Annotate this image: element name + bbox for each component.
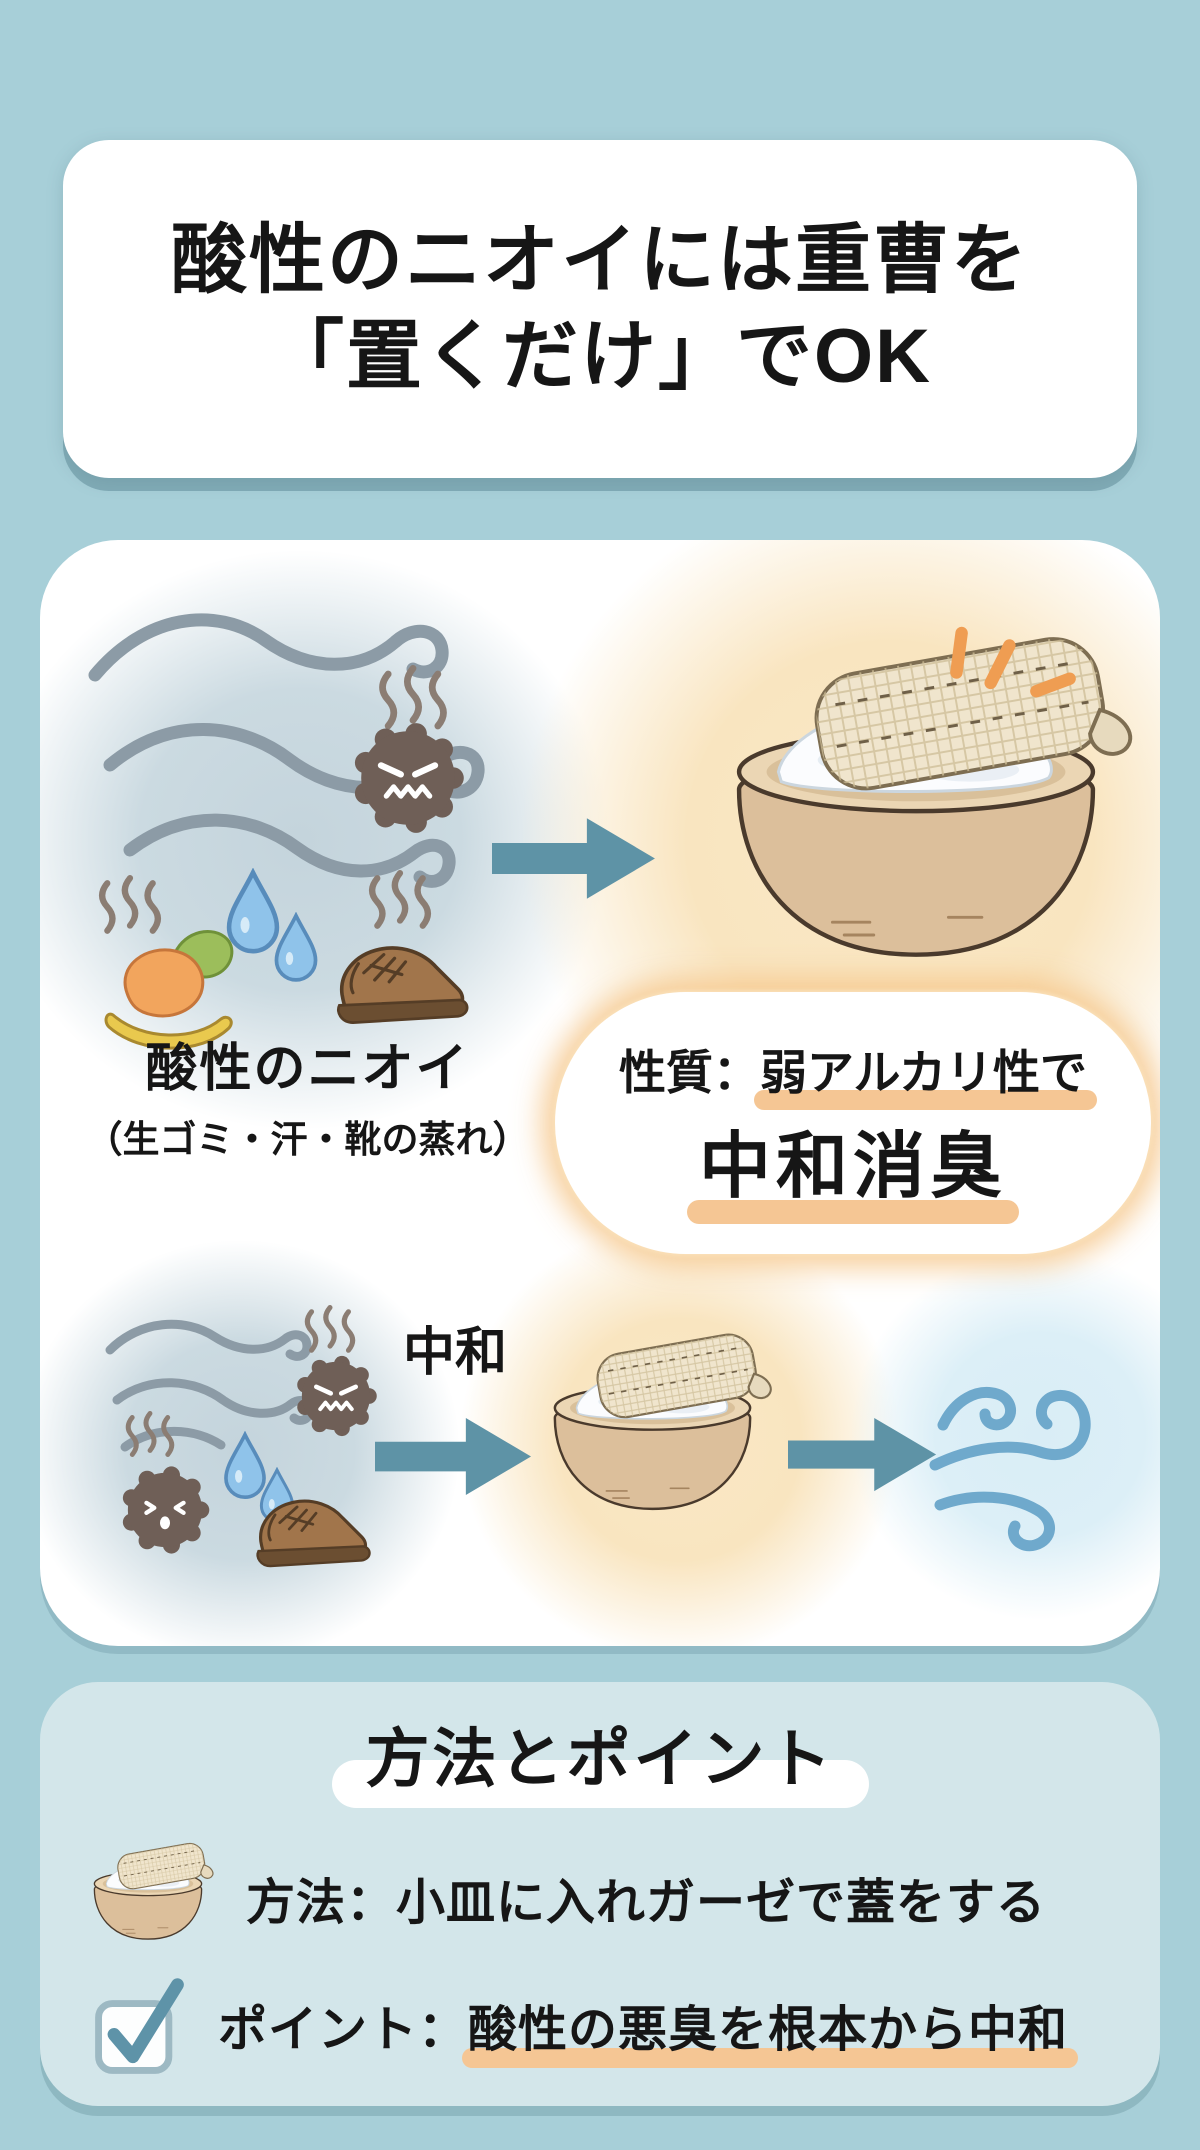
main-illustration-card: 性質：弱アルカリ性で 中和消臭 酸性のニオイ （生ゴミ・汗・靴の蒸れ） — [40, 540, 1160, 1646]
neutralize-label: 中和 — [402, 1324, 507, 1382]
sparkle-icon — [950, 626, 1076, 698]
odor-wind-icon — [105, 1319, 315, 1452]
small-odor-cluster-illustration — [105, 1305, 385, 1568]
sweat-drop-icon — [229, 873, 277, 952]
points-card: 方法とポイント 方法：小皿に入れガーゼで蓋をする ポイント：酸性の悪臭を根本から… — [40, 1682, 1160, 2106]
bubble-prefix: 性質： — [618, 1046, 760, 1099]
sweat-drop-icon — [224, 1432, 266, 1500]
title-card: 酸性のニオイには重曹を 「置くだけ」でOK — [63, 140, 1137, 478]
smell-label: 酸性のニオイ — [145, 1040, 470, 1098]
steam-icon — [383, 668, 444, 726]
smell-label-group: 酸性のニオイ （生ゴミ・汗・靴の蒸れ） — [55, 1026, 560, 1163]
baking-soda-bowl-small-illustration — [525, 1318, 780, 1550]
germ-angry-icon — [297, 1356, 377, 1436]
arrow-right-icon — [788, 1412, 938, 1497]
checkmark-icon — [107, 1978, 184, 2064]
steam-icon — [372, 873, 428, 926]
speech-bubble: 性質：弱アルカリ性で 中和消臭 — [555, 992, 1151, 1254]
bubble-property-highlight: 弱アルカリ性で — [753, 1034, 1098, 1110]
bubble-property-line: 性質：弱アルカリ性で — [618, 1034, 1098, 1110]
bubble-effect-highlight: 中和消臭 — [686, 1107, 1020, 1224]
steam-icon — [128, 1413, 172, 1454]
shoe-icon — [256, 1499, 372, 1568]
points-heading-text: 方法とポイント — [331, 1708, 869, 1809]
method-text: 方法：小皿に入れガーゼで蓋をする — [246, 1863, 1046, 1934]
sweat-drop-icon — [274, 913, 318, 982]
checkbox-icon — [95, 1978, 184, 2074]
points-heading: 方法とポイント — [40, 1708, 1160, 1809]
arrow-right-icon — [375, 1412, 533, 1501]
page-title-line2: 「置くだけ」でOK — [268, 314, 932, 399]
bowl-icon — [78, 1838, 218, 1958]
acidic-odor-cluster-illustration — [88, 613, 485, 1050]
method-description: 小皿に入れガーゼで蓋をする — [396, 1875, 1047, 1930]
arrow-right-icon — [492, 812, 657, 905]
germ-distressed-icon — [123, 1466, 209, 1553]
garbage-icon — [104, 930, 234, 1050]
smell-sublabel: （生ゴミ・汗・靴の蒸れ） — [85, 1119, 530, 1160]
shoe-icon — [336, 946, 469, 1025]
point-text: ポイント：酸性の悪臭を根本から中和 — [218, 1990, 1079, 2068]
germ-angry-icon — [355, 723, 464, 833]
bubble-effect-line: 中和消臭 — [686, 1107, 1020, 1224]
method-row: 方法：小皿に入れガーゼで蓋をする — [78, 1838, 1046, 1958]
steam-icon — [102, 878, 158, 931]
point-row: ポイント：酸性の悪臭を根本から中和 — [90, 1970, 1079, 2080]
page-title-line1: 酸性のニオイには重曹を — [171, 218, 1029, 304]
point-highlight: 酸性の悪臭を根本から中和 — [462, 1990, 1079, 2068]
steam-icon — [307, 1308, 352, 1351]
method-label: 方法： — [246, 1875, 397, 1930]
fresh-air-icon — [929, 1387, 1091, 1552]
point-label: ポイント： — [218, 2002, 469, 2057]
